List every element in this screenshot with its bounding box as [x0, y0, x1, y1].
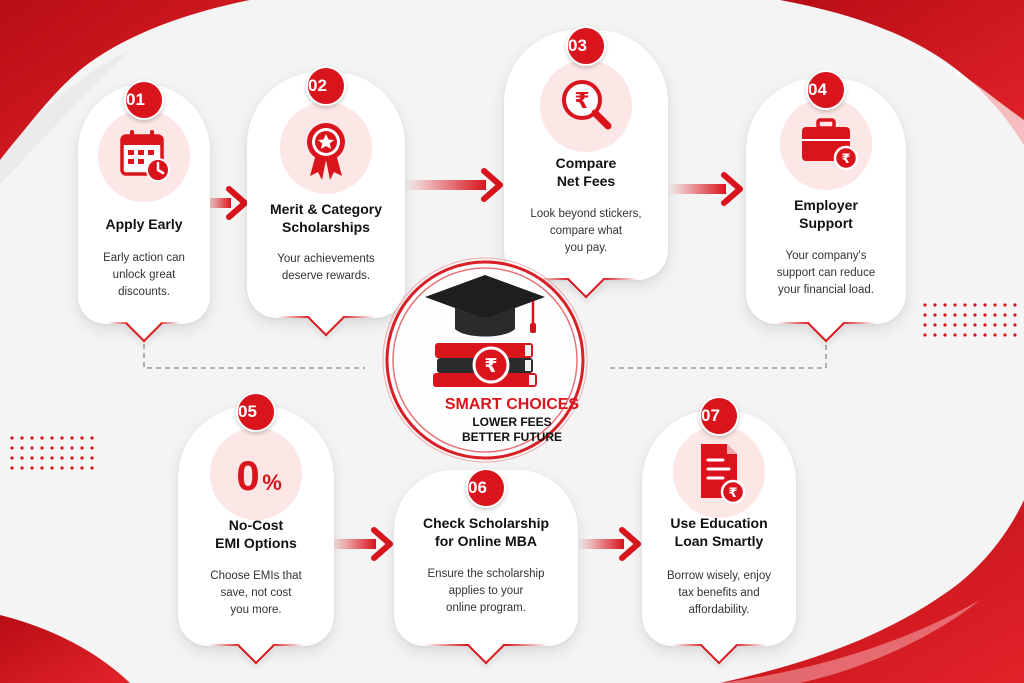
arrow-5-6	[330, 527, 393, 561]
svg-text:₹: ₹	[574, 89, 589, 114]
document-rupee-icon: ₹	[701, 444, 746, 505]
step-2-number-badge: 02	[306, 66, 346, 106]
svg-text:₹: ₹	[728, 486, 737, 501]
center-graphic: ₹	[382, 257, 588, 463]
arrow-2-3	[404, 168, 503, 202]
svg-text:₹: ₹	[841, 152, 850, 167]
step-7-icon-bg: ₹	[673, 426, 765, 518]
svg-text:%: %	[262, 470, 282, 495]
step-3-number-badge: 03	[566, 26, 606, 66]
center-rupee-symbol: ₹	[484, 355, 497, 377]
svg-text:0: 0	[236, 452, 259, 499]
step-4-number-badge: 04	[806, 70, 846, 110]
step-7-number-badge: 07	[699, 396, 739, 436]
arrow-1-2	[205, 186, 248, 220]
step-5-number-badge: 05	[236, 392, 276, 432]
step-1-icon-bg	[98, 110, 190, 202]
step-3-icon-bg: ₹	[540, 60, 632, 152]
center-title: SMART CHOICES	[444, 396, 580, 413]
step-6-number-badge: 06	[466, 468, 506, 508]
step-1-number-badge: 01	[124, 80, 164, 120]
step-5-icon-bg: 0 %	[210, 428, 302, 520]
step-1-title: Apply Early	[105, 216, 183, 232]
step-2-icon-bg	[280, 102, 372, 194]
center-subtitle-1: LOWER FEES	[472, 415, 552, 429]
rupee-magnifier-icon: ₹	[562, 80, 612, 130]
briefcase-rupee-icon: ₹	[802, 118, 859, 171]
step-4-icon-bg: ₹	[780, 98, 872, 190]
calendar-icon	[120, 130, 170, 182]
arrow-3-4	[668, 172, 743, 206]
arrow-6-7	[578, 527, 641, 561]
center-subtitle-2: BETTER FUTURE	[462, 430, 562, 444]
award-ribbon-icon	[307, 123, 345, 180]
zero-percent-icon: 0 %	[236, 452, 282, 499]
